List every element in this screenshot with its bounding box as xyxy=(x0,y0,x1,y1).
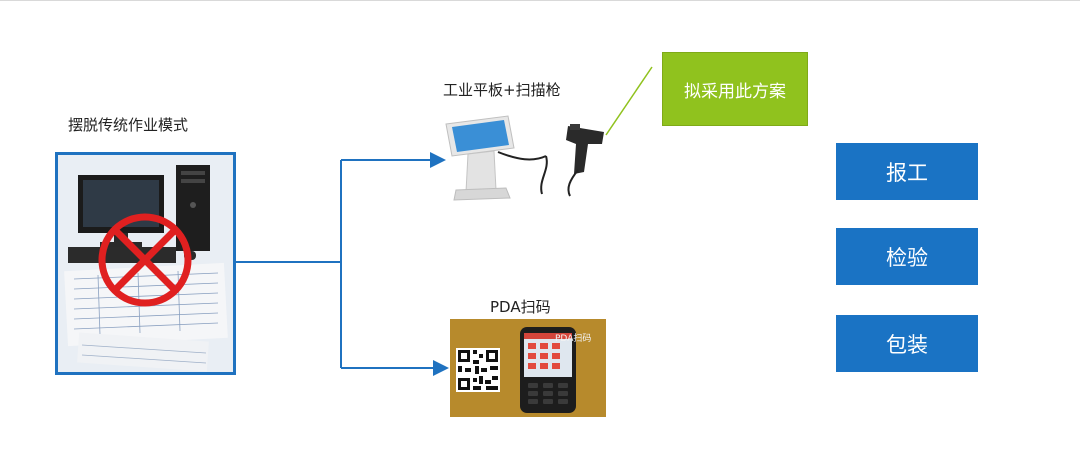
kiosk-tablet-icon xyxy=(445,115,515,201)
qr-code-icon xyxy=(456,348,500,392)
legacy-caption: 摆脱传统作业模式 xyxy=(68,116,189,134)
step-inspection: 检验 xyxy=(836,228,978,285)
pda-picture xyxy=(450,319,606,417)
recommended-solution-box: 拟采用此方案 xyxy=(662,52,808,126)
prohibited-icon xyxy=(98,213,192,307)
legacy-photo xyxy=(55,152,236,375)
tablet-scanner-caption: 工业平板+扫描枪 xyxy=(443,81,561,99)
top-divider xyxy=(0,0,1080,1)
step-packaging: 包装 xyxy=(836,315,978,372)
step-report-work: 报工 xyxy=(836,143,978,200)
callout-line xyxy=(605,66,653,136)
pda-caption: PDA扫码 xyxy=(490,298,551,316)
tablet-scanner-picture xyxy=(445,115,604,201)
pda-device-label: PDA扫码 xyxy=(555,334,592,344)
handheld-pda-icon xyxy=(520,327,576,413)
barcode-scanner-icon xyxy=(497,124,604,197)
branch-connector xyxy=(233,152,449,376)
